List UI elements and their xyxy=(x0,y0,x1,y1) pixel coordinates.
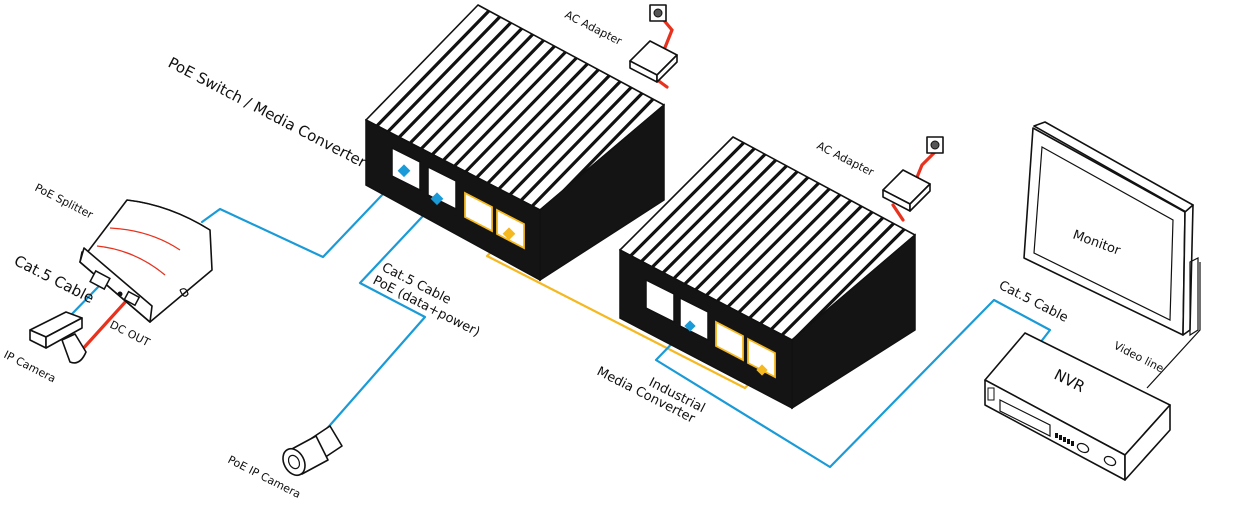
nvr-button xyxy=(1063,437,1066,442)
poe-ip-camera-device xyxy=(282,425,343,477)
ip-camera-device xyxy=(29,311,87,364)
heatsink-fin xyxy=(650,153,767,269)
rj45-port-1[interactable] xyxy=(645,278,675,324)
label-video-line: Video line xyxy=(1112,339,1166,375)
heatsink-fin xyxy=(463,56,578,175)
heatsink-fin xyxy=(452,50,567,169)
nvr-button xyxy=(1067,439,1070,444)
label-ac-adapter-2: AC Adapter xyxy=(815,139,877,179)
nvr-button xyxy=(1071,441,1074,446)
heatsink-fin xyxy=(485,68,600,186)
rj45-plug-2 xyxy=(430,192,444,206)
heatsink-fin xyxy=(790,228,906,344)
ethernet-cable-switch-to-poe-camera xyxy=(322,198,440,434)
splitter-dc-port[interactable] xyxy=(123,290,141,307)
nvr-knob xyxy=(1103,455,1117,467)
heatsink-fin xyxy=(672,164,788,280)
label-ip-camera: IP Camera xyxy=(2,348,58,385)
label-cat5-cable-nvr: Cat.5 Cable xyxy=(996,278,1070,326)
heatsink-fins xyxy=(375,9,655,216)
heatsink-fin xyxy=(629,141,745,257)
nvr-buttons xyxy=(1055,433,1074,446)
heatsink-fin xyxy=(518,86,633,204)
heatsink-fin xyxy=(715,187,831,304)
ac-adapter-1 xyxy=(629,4,678,83)
heatsink-fin xyxy=(736,199,852,315)
sfp-plug xyxy=(756,364,768,376)
industrial-media-converter-device[interactable] xyxy=(619,136,916,410)
heatsink-fin xyxy=(375,9,491,127)
heatsink-fin xyxy=(683,170,799,286)
poe-switch-device[interactable] xyxy=(365,4,665,282)
nvr-device xyxy=(984,332,1171,481)
heatsink-fin xyxy=(419,33,534,151)
label-poe-switch: PoE Switch / Media Converter xyxy=(165,54,370,172)
ac-adapter-2 xyxy=(882,136,944,212)
ethernet-cable-converter-to-nvr xyxy=(654,298,1052,469)
heatsink-fin xyxy=(507,80,622,198)
splitter-led xyxy=(117,291,123,297)
nvr-button xyxy=(1059,435,1062,440)
label-poe-splitter: PoE Splitter xyxy=(33,181,96,222)
ethernet-cable-switch-to-splitter xyxy=(200,170,406,259)
dc-power-cable xyxy=(78,297,130,354)
heatsink-fin xyxy=(747,205,863,321)
heatsink-fin xyxy=(640,147,756,263)
heatsink-fin xyxy=(496,74,611,192)
splitter-stripe xyxy=(96,245,166,276)
rj45-plug xyxy=(684,320,696,332)
splitter-rj45-port[interactable] xyxy=(89,269,111,291)
nvr-knob xyxy=(1076,442,1090,454)
monitor-device xyxy=(1023,121,1199,337)
ethernet-cable-splitter-to-camera xyxy=(68,282,103,318)
nvr-button xyxy=(1055,433,1058,438)
heatsink-fin xyxy=(693,176,810,292)
heatsink-fin xyxy=(397,21,512,139)
heatsink-fin xyxy=(758,210,874,327)
sfp-port-1[interactable] xyxy=(464,191,493,233)
label-dc-out: DC OUT xyxy=(108,318,153,349)
nvr-power-switch xyxy=(987,387,995,401)
heatsink-fin xyxy=(528,92,644,210)
heatsink-fin xyxy=(430,39,545,157)
heatsink-fin xyxy=(704,181,820,298)
rj45-plug-1 xyxy=(397,164,411,178)
heatsink-fin xyxy=(474,62,589,180)
sfp-port-1[interactable] xyxy=(715,320,744,362)
heatsink-fin xyxy=(779,222,895,338)
heatsink-fin xyxy=(768,216,885,332)
label-ac-adapter-1: AC Adapter xyxy=(563,8,625,48)
heatsink-fin xyxy=(386,15,502,133)
heatsink-fin xyxy=(661,158,777,275)
splitter-stripe xyxy=(109,227,181,251)
rj45-port-2[interactable] xyxy=(679,296,709,342)
poe-splitter-device[interactable] xyxy=(79,199,213,323)
heatsink-fin xyxy=(408,27,523,145)
video-line xyxy=(1146,262,1201,389)
heatsink-fin xyxy=(725,193,842,309)
heatsink-fins xyxy=(629,141,906,344)
sfp-port-2[interactable] xyxy=(747,337,776,379)
heatsink-fin xyxy=(441,45,556,163)
